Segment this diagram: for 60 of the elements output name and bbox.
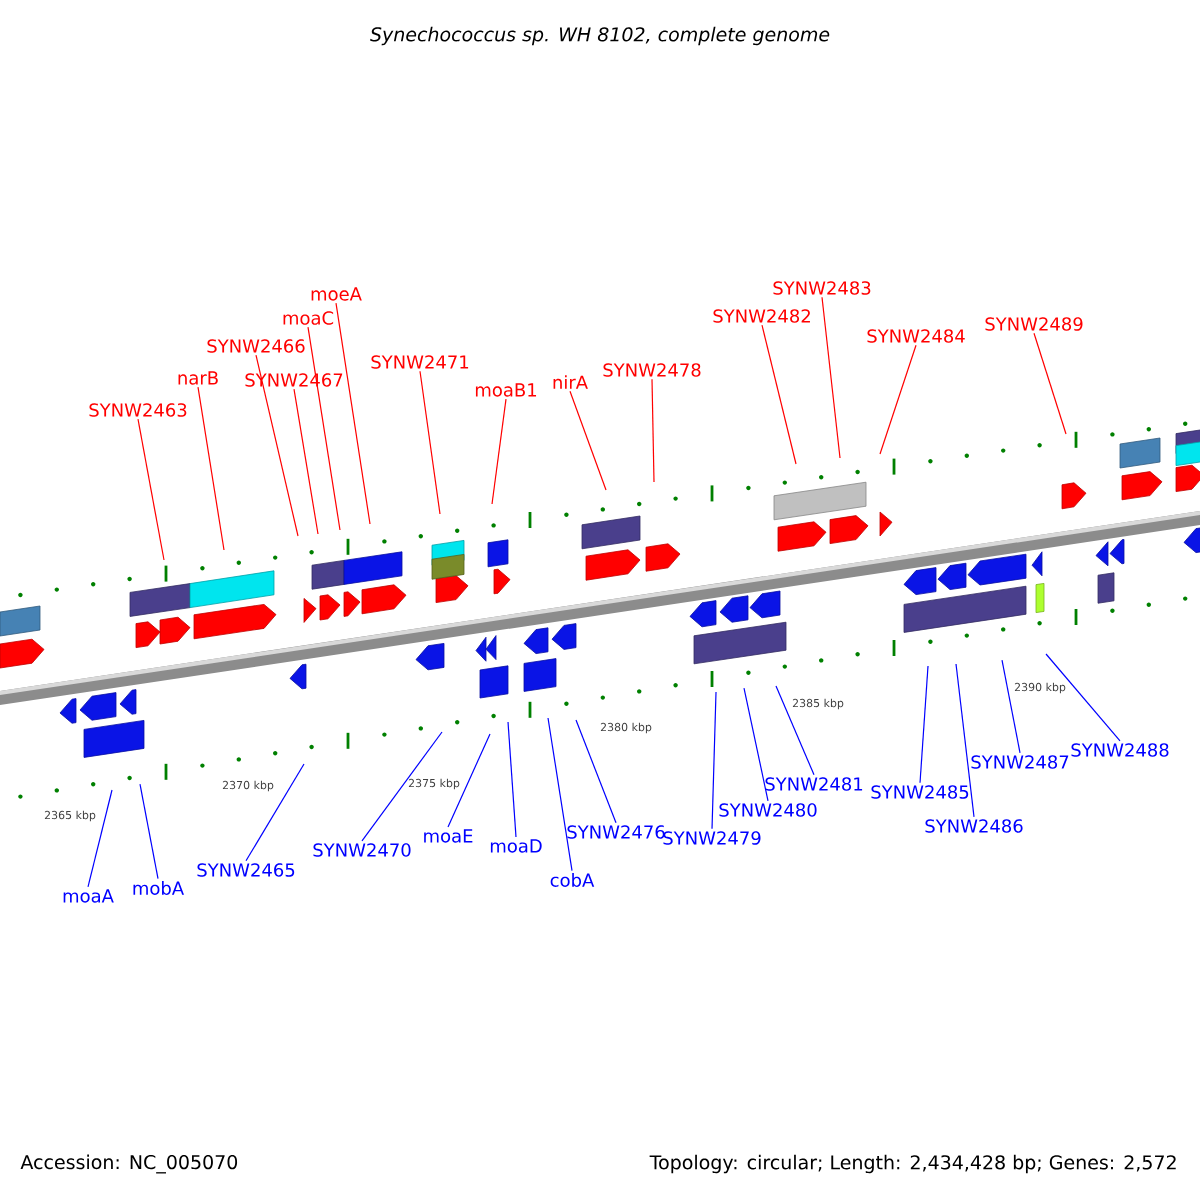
leader-line [919,665,929,784]
gene-label: SYNW2486 [925,819,1023,833]
leader-line [197,386,225,551]
leader-line [711,691,717,830]
gene-label: narB [178,371,218,385]
leader-line [245,763,305,862]
gene-label: moaB1 [475,383,537,397]
gene-label: SYNW2476 [567,825,665,839]
gene-label: SYNW2487 [971,755,1069,769]
gene-label: nirA [553,375,588,389]
leader-line [547,717,573,872]
leader-line [307,326,341,531]
gene-label: SYNW2479 [663,831,761,845]
gene-label: moaC [283,311,334,325]
leader-line [255,354,299,537]
leader-line [761,324,797,465]
gene-label: SYNW2466 [207,339,305,353]
gene-label: mobA [133,881,184,895]
gene-label: SYNW2484 [867,329,965,343]
leader-line [139,783,159,880]
leader-line [775,685,815,776]
gene-label: SYNW2482 [713,309,810,323]
leader-line [575,719,617,824]
gene-label: SYNW2470 [313,843,411,857]
leader-line [879,344,917,455]
leader-line [955,663,975,818]
gene-label: moaA [63,889,114,903]
gene-label: SYNW2480 [719,803,817,817]
gene-label: cobA [550,873,595,887]
gene-label: SYNW2485 [871,785,969,799]
leader-line [491,398,507,505]
leader-line [87,789,113,888]
leader-line [1001,659,1021,754]
gene-label: SYNW2465 [197,863,295,877]
gene-label: SYNW2488 [1071,743,1169,757]
gene-label: moaE [424,829,473,843]
leader-line [137,418,165,561]
gene-label: SYNW2483 [773,281,871,295]
leader-line [507,721,517,838]
leader-line [651,378,655,483]
leader-line [361,731,443,842]
gene-label: moeA [311,287,362,301]
gene-label: moaD [490,839,542,853]
leader-line [569,390,607,491]
footer-text: Topology: circular; Length: 2,434,428 bp; Genes: 2,572 [649,1154,1176,1174]
leader-line [821,296,841,459]
leader-line [419,370,441,515]
gene-label: SYNW2489 [985,317,1083,331]
leader-line [743,687,769,802]
leader-line [293,388,319,535]
leader-line [1045,653,1121,742]
leader-line [1033,332,1067,435]
leader-line [447,733,491,828]
title: Synechococcus sp. WH 8102, complete genome [370,26,830,46]
gene-label: SYNW2478 [603,363,701,377]
gene-label: SYNW2481 [765,777,863,791]
gene-label: SYNW2471 [371,355,469,369]
leader-line [335,302,371,525]
gene-label: SYNW2463 [89,403,187,417]
footer-text: Accession: NC_005070 [20,1154,238,1174]
